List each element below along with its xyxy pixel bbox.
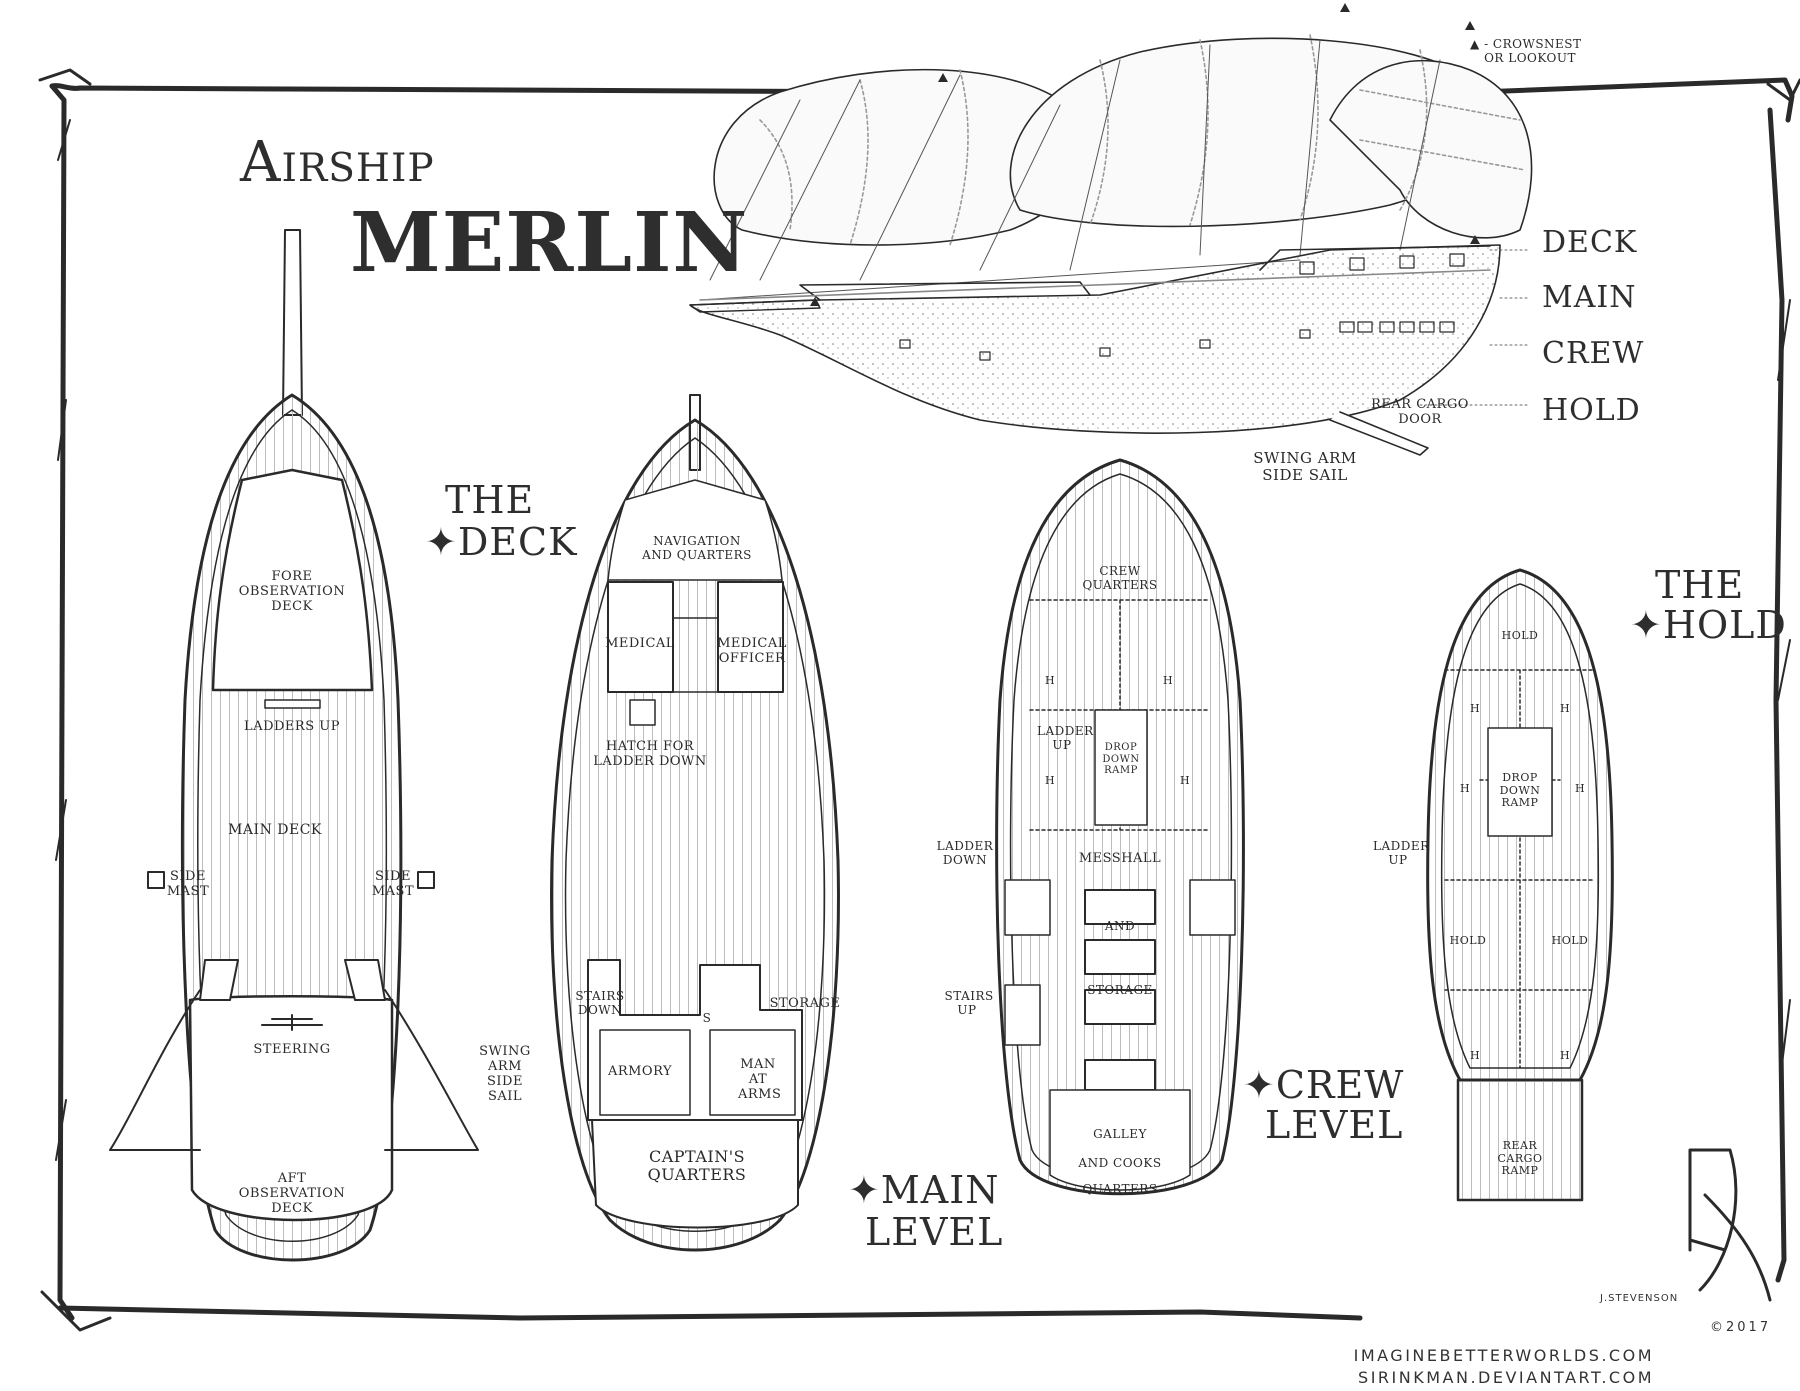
crowsnest-legend: ▲ - CROWSNEST OR LOOKOUT (1470, 37, 1594, 66)
site-deviantart: SIRINKMAN.DEVIANTART.COM (1358, 1368, 1654, 1387)
deck-swing-arm: SWING ARM SIDE SAIL (479, 1044, 531, 1104)
site-imaginebetterworlds: IMAGINEBETTERWORLDS.COM (1353, 1346, 1654, 1365)
captains-quarters (591, 1119, 799, 1229)
title-line2: MERLIN (350, 195, 749, 291)
deck-steering: STEERING (253, 1042, 331, 1057)
hold-plan (1426, 568, 1614, 1202)
main-man-at-arms: MAN AT ARMS (738, 1057, 782, 1102)
crew-messhall: MESSHALL (1078, 851, 1162, 866)
hold-h6: H (1559, 1049, 1571, 1062)
crew-ladder-up: LADDER UP (1037, 724, 1094, 752)
copyright-year: ©2017 (1710, 1320, 1772, 1335)
deck-main-deck: MAIN DECK (228, 822, 322, 838)
deck-ladders-up: LADDERS UP (244, 719, 340, 734)
crew-and-cooks: AND COOKS (1078, 1156, 1162, 1170)
side-swing-arm: SWING ARM SIDE SAIL (1253, 449, 1357, 485)
crew-h4: H (1179, 774, 1191, 787)
hold-rear-cargo-ramp: REAR CARGO RAMP (1497, 1139, 1543, 1178)
deck-fore-observation (211, 468, 374, 692)
side-level-main: MAIN (1542, 280, 1637, 315)
crew-ladder-down: LADDER DOWN (936, 839, 994, 867)
crew-level-plan (995, 458, 1245, 1196)
main-navigation: NAVIGATION AND QUARTERS (642, 534, 752, 562)
side-rear-cargo-door: REAR CARGO DOOR (1371, 397, 1469, 427)
crew-heading-line2: LEVEL (1265, 1103, 1404, 1147)
balloon-rear (1329, 59, 1533, 239)
crew-and: AND (1104, 919, 1136, 933)
main-level-plan (550, 394, 840, 1252)
hold-drop-down-ramp: DROP DOWN RAMP (1499, 771, 1541, 810)
deck-fore-label: FORE OBSERVATION DECK (238, 569, 346, 614)
hold-h5: H (1469, 1049, 1481, 1062)
deck-side-mast-right: SIDE MAST (371, 869, 415, 899)
deck-aft-observation (188, 995, 394, 1222)
side-level-hold: HOLD (1542, 393, 1641, 428)
side-level-crew: CREW (1542, 336, 1645, 371)
hold-h3: H (1459, 782, 1471, 795)
deck-aft-label: AFT OBSERVATION DECK (238, 1171, 346, 1216)
side-view-airship (689, 3, 1533, 456)
crew-drop-down-ramp: DROP DOWN RAMP (1102, 742, 1140, 776)
crew-quarters: QUARTERS (1082, 1182, 1158, 1196)
main-medical: MEDICAL (605, 636, 675, 651)
airship-hull (689, 244, 1501, 434)
main-medical-officer: MEDICAL OFFICER (717, 636, 787, 666)
hold-hold-right: HOLD (1551, 934, 1589, 947)
main-storage: STORAGE (769, 996, 841, 1011)
map-frame (38, 68, 1800, 1332)
artist-signature (1688, 1148, 1772, 1302)
crew-level-hull (995, 458, 1245, 1196)
crew-stairs-up: STAIRS UP (944, 989, 994, 1017)
crew-crew-quarters: CREW QUARTERS (1082, 564, 1158, 592)
crowsnest-marker: ▲ (1470, 37, 1480, 51)
crew-h2: H (1162, 674, 1174, 687)
deck-plan (109, 229, 479, 1262)
crew-h1: H (1044, 674, 1056, 687)
crew-heading-line1: ✦CREW (1243, 1063, 1405, 1107)
main-s: S (702, 1011, 712, 1025)
title-line1: Airship (240, 130, 435, 195)
crowsnest-legend-text: - CROWSNEST OR LOOKOUT (1484, 37, 1582, 65)
hold-h4: H (1574, 782, 1586, 795)
deck-heading-line2: ✦DECK (425, 520, 578, 564)
hold-heading-line1: THE (1655, 563, 1745, 607)
artist-name: J.STEVENSON (1600, 1293, 1679, 1304)
hold-ladder-up: LADDER UP (1373, 839, 1430, 867)
hold-heading-line2: ✦HOLD (1630, 603, 1787, 647)
hold-h1: H (1469, 702, 1481, 715)
deck-heading-line1: THE (445, 478, 535, 522)
main-hatch: HATCH FOR LADDER DOWN (593, 739, 707, 769)
crew-galley: GALLEY (1093, 1127, 1147, 1141)
side-level-deck: DECK (1542, 225, 1638, 260)
crew-h3: H (1044, 774, 1056, 787)
hold-h2: H (1559, 702, 1571, 715)
main-heading-line1: ✦MAIN (848, 1168, 1000, 1212)
deck-side-mast-left: SIDE MAST (166, 869, 210, 899)
hold-hold-top: HOLD (1501, 629, 1539, 642)
main-stairs-down: STAIRS DOWN (575, 989, 625, 1017)
main-captains: CAPTAIN'S QUARTERS (647, 1147, 747, 1185)
hold-hold-left: HOLD (1449, 934, 1487, 947)
main-heading-line2: LEVEL (865, 1210, 1004, 1254)
main-armory: ARMORY (607, 1064, 673, 1079)
crew-storage: STORAGE (1087, 983, 1153, 997)
